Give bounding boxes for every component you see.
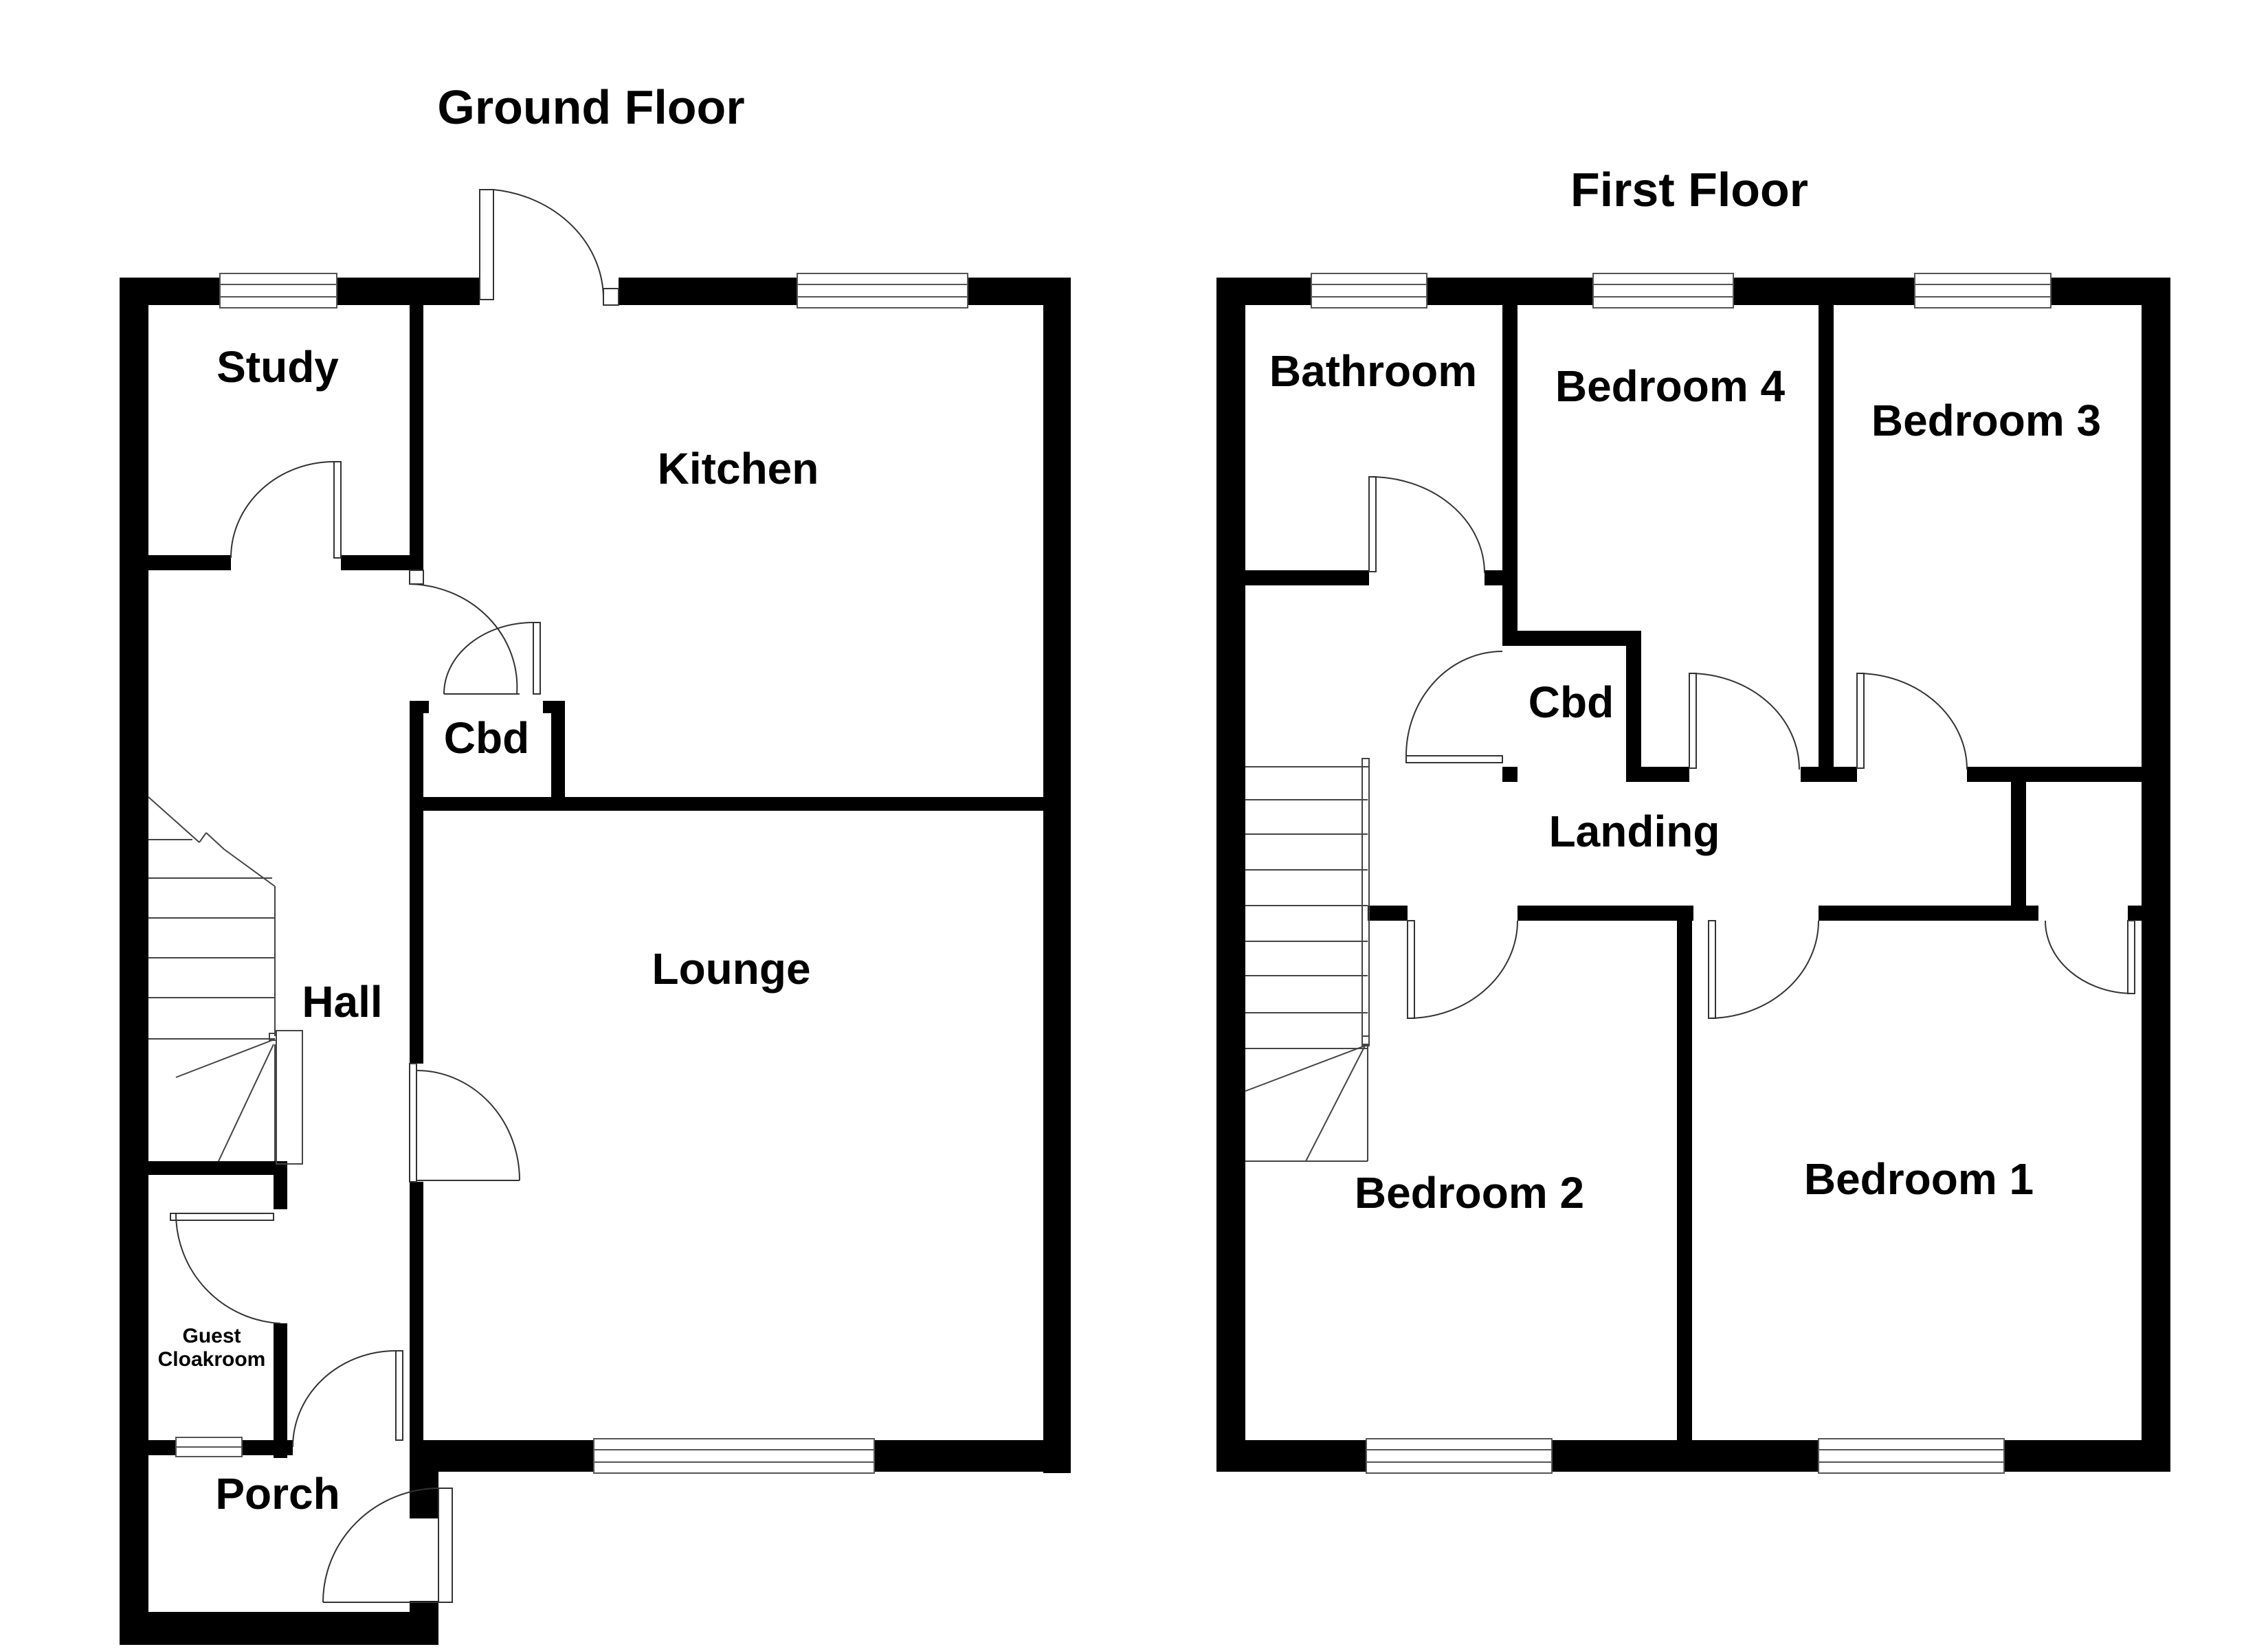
bedroom4-window <box>1592 273 1734 309</box>
room-label-bedroom1: Bedroom 1 <box>1804 1154 2034 1204</box>
ground-floor-title: Ground Floor <box>437 80 744 134</box>
cbd-first-door <box>1405 651 1503 763</box>
bedroom2-window <box>1366 1438 1553 1474</box>
room-label-kitchen: Kitchen <box>658 444 819 493</box>
landing-wall-north-mid <box>1801 767 1857 782</box>
bedroom2-door <box>1407 920 1518 1019</box>
ground-wall-porch-east-lower <box>410 1601 438 1645</box>
cloakroom-wall-north <box>148 1161 287 1175</box>
room-label-guest-cloakroom-line1: Guest <box>182 1325 241 1347</box>
cloakroom-door <box>170 1213 281 1324</box>
bedroom1-bedroom2-wall <box>1677 906 1692 1442</box>
ground-wall-porch-east <box>410 1468 438 1518</box>
first-staircase <box>1245 758 1370 1162</box>
bedroom1-wall-north <box>1819 906 2038 921</box>
room-label-lounge: Lounge <box>652 944 810 994</box>
study-door <box>230 461 342 559</box>
study-wall-south-right <box>341 555 423 570</box>
room-label-guest-cloakroom-line2: Cloakroom <box>158 1348 266 1371</box>
room-label-study: Study <box>216 342 339 392</box>
cbd-first-wall-south-right <box>1626 767 1689 782</box>
bedroom3-wall-south <box>1967 767 2142 782</box>
cbd-first-wall-north <box>1502 631 1641 646</box>
study-window <box>219 273 337 309</box>
cloakroom-window <box>175 1437 243 1457</box>
room-label-hall: Hall <box>302 977 382 1027</box>
porch-inner-door <box>292 1350 403 1448</box>
first-wall-south <box>1216 1440 2170 1472</box>
landing-cupboard-door <box>2045 920 2135 994</box>
kitchen-lounge-wall <box>410 797 1071 811</box>
first-floor-plan: First Floor Bathroom Bedroom 4 Bedroom 3… <box>1216 163 2170 1474</box>
cupboard-wall-east-stub <box>2128 906 2142 921</box>
cbd-first-wall-south-left <box>1502 767 1517 782</box>
cloakroom-wall-east-lower <box>274 1323 287 1458</box>
lounge-window <box>593 1438 875 1474</box>
bedroom2-wall-north-right <box>1517 906 1693 921</box>
first-wall-west <box>1216 278 1245 1472</box>
bedroom2-wall-north-left <box>1368 906 1408 921</box>
cbd-first-wall-east <box>1626 631 1641 782</box>
room-label-bedroom3: Bedroom 3 <box>1871 396 2101 445</box>
first-floor-title: First Floor <box>1570 163 1808 216</box>
cbd-wall-west <box>410 701 423 804</box>
room-label-landing: Landing <box>1549 807 1720 856</box>
room-label-porch: Porch <box>215 1469 340 1518</box>
bathroom-wall-east <box>1502 305 1517 644</box>
bathroom-wall-south-left <box>1245 570 1369 585</box>
room-label-bathroom: Bathroom <box>1269 346 1477 396</box>
kitchen-window <box>797 273 968 309</box>
bedroom1-window <box>1818 1438 2005 1474</box>
kitchen-door <box>409 570 518 695</box>
cupboard-wall-west <box>2011 776 2026 921</box>
room-label-cbd-ground: Cbd <box>444 713 529 763</box>
study-wall-east <box>410 305 423 570</box>
room-label-cbd-first: Cbd <box>1528 677 1614 727</box>
ground-floor-plan: Ground Floor Study Kitchen Cbd Lounge Ha… <box>120 80 1071 1645</box>
bedroom4-door <box>1689 673 1800 770</box>
bedroom3-door <box>1856 673 1968 770</box>
lounge-wall-west-lower <box>410 1182 423 1470</box>
kitchen-back-door <box>479 189 619 306</box>
first-wall-east <box>2142 278 2170 1472</box>
room-label-bedroom2: Bedroom 2 <box>1355 1168 1584 1218</box>
cloakroom-wall-east-upper <box>274 1161 287 1209</box>
ground-wall-west <box>120 278 148 1645</box>
bedroom1-door <box>1708 920 1819 1019</box>
lounge-door <box>409 1063 520 1182</box>
bedroom3-window <box>1914 273 2052 309</box>
bedroom4-bedroom3-wall <box>1819 305 1834 782</box>
kitchen-west-wall-lower <box>410 803 423 1064</box>
bathroom-door <box>1368 475 1485 574</box>
ground-wall-east <box>1043 278 1071 1473</box>
study-wall-south-left <box>148 555 231 570</box>
cbd-wall-east <box>551 701 565 804</box>
cbd-door <box>443 622 541 695</box>
ground-staircase <box>148 796 303 1165</box>
room-label-bedroom4: Bedroom 4 <box>1555 361 1786 411</box>
bathroom-window <box>1311 273 1427 309</box>
ground-wall-south-porch <box>120 1612 438 1645</box>
front-door <box>322 1488 453 1603</box>
cbd-wall-top-left <box>410 701 429 713</box>
